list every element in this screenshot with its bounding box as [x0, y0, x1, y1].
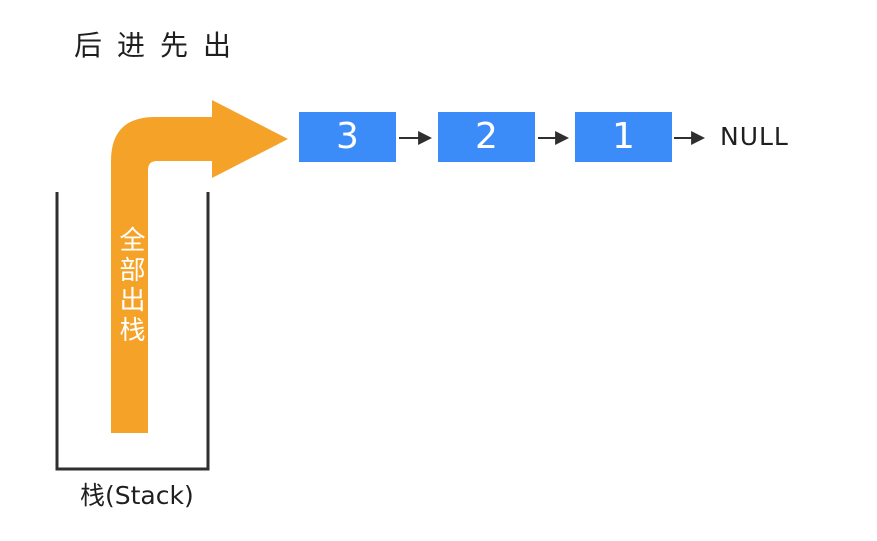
pop-arrow-label: 全部出栈	[115, 226, 145, 346]
stack-label: 栈(Stack)	[80, 481, 194, 510]
list-node: 3	[299, 112, 396, 162]
pop-elbow-arrow-icon	[111, 100, 288, 433]
list-terminator-label: NULL	[720, 122, 789, 151]
stack-container-outline	[55, 192, 210, 471]
node-value: 1	[612, 116, 635, 157]
list-node: 1	[575, 112, 672, 162]
node-value: 3	[336, 116, 359, 157]
list-node: 2	[438, 112, 535, 162]
node-value: 2	[475, 116, 498, 157]
diagram-title: 后进先出	[74, 29, 247, 62]
